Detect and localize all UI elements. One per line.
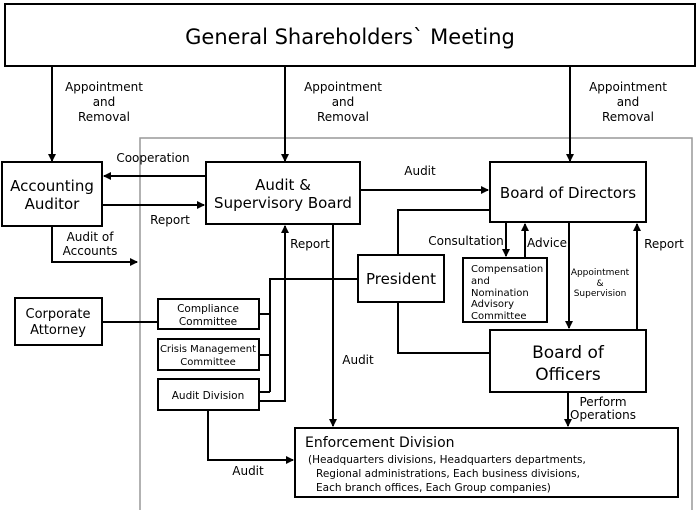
svg-text:Auditor: Auditor	[25, 195, 81, 213]
accounting-auditor-box: Accounting Auditor	[1, 161, 103, 227]
report-label-auditor: Report	[150, 213, 190, 227]
appointment-label-2: Appointment and Removal	[304, 80, 382, 124]
svg-text:Removal: Removal	[78, 110, 130, 124]
svg-text:and: and	[471, 276, 490, 287]
svg-text:Crisis Management: Crisis Management	[160, 344, 256, 355]
compliance-committee-box: Compliance Committee	[157, 298, 260, 330]
svg-text:President: President	[366, 270, 436, 288]
president-box: President	[357, 254, 445, 303]
svg-text:Officers: Officers	[535, 365, 601, 385]
appointment-label-3: Appointment and Removal	[589, 80, 667, 124]
svg-text:Accounts: Accounts	[63, 244, 118, 258]
svg-text:Board of: Board of	[532, 343, 605, 363]
svg-text:Audit Division: Audit Division	[172, 390, 244, 402]
corporate-attorney-box: Corporate Attorney	[14, 297, 103, 346]
cooperation-label: Cooperation	[116, 151, 189, 165]
shareholders-meeting-box: General Shareholders` Meeting	[4, 3, 696, 67]
svg-text:Compliance: Compliance	[177, 303, 239, 315]
compensation-committee-box: Compensation and Nomination Advisory Com…	[462, 257, 548, 323]
svg-text:and: and	[617, 95, 640, 109]
crisis-management-committee-box: Crisis Management Committee	[157, 338, 260, 371]
svg-text:Removal: Removal	[602, 110, 654, 124]
audit-of-accounts-label: Audit of	[67, 230, 115, 244]
board-of-officers-box: Board of Officers	[489, 329, 647, 393]
svg-text:Supervision: Supervision	[574, 289, 627, 299]
directors-president-line	[397, 209, 490, 255]
svg-text:Corporate: Corporate	[26, 307, 91, 322]
company-frame	[139, 137, 693, 510]
svg-text:Committee: Committee	[180, 357, 236, 368]
enforcement-division-box: Enforcement Division (Headquarters divis…	[294, 427, 679, 498]
svg-text:Appointment: Appointment	[65, 80, 143, 94]
svg-text:Enforcement Division: Enforcement Division	[305, 435, 455, 451]
president-committees-line	[269, 278, 358, 392]
appointment-label-1: Appointment and Removal	[65, 80, 143, 124]
report-arrow-audit-board	[259, 225, 289, 402]
svg-text:Attorney: Attorney	[30, 323, 86, 338]
report-label-directors: Report	[644, 237, 684, 251]
report-label-audit-board: Report	[290, 237, 330, 251]
svg-text:Appointment: Appointment	[571, 268, 630, 278]
perform-operations-label: Perform	[579, 395, 626, 409]
svg-text:General Shareholders` Meeting: General Shareholders` Meeting	[185, 25, 515, 49]
svg-text:and: and	[332, 95, 355, 109]
board-of-directors-box: Board of Directors	[489, 161, 647, 223]
svg-text:Audit &: Audit &	[255, 176, 311, 194]
svg-text:Nomination: Nomination	[471, 288, 529, 299]
audit-of-accounts-arrow	[51, 226, 138, 266]
audit-label-enforcement: Audit	[342, 353, 374, 367]
audit-arrow-division-enforcement	[207, 410, 294, 464]
audit-label-directors: Audit	[404, 164, 436, 178]
svg-text:Advisory: Advisory	[471, 299, 514, 310]
audit-supervisory-board-box: Audit & Supervisory Board	[205, 161, 361, 225]
svg-text:and: and	[93, 95, 116, 109]
audit-label-division: Audit	[232, 464, 264, 478]
svg-text:Operations: Operations	[570, 408, 636, 422]
consultation-label: Consultation	[428, 234, 504, 248]
svg-text:(Headquarters divisions, Headq: (Headquarters divisions, Headquarters de…	[308, 454, 586, 466]
svg-text:Accounting: Accounting	[10, 177, 94, 195]
svg-text:Each branch offices, Each Gro: Each branch offices, Each Group companie…	[316, 482, 551, 494]
advice-label: Advice	[527, 236, 567, 250]
svg-text:Committee: Committee	[471, 311, 527, 322]
president-officers-line	[397, 302, 490, 354]
svg-text:Appointment: Appointment	[304, 80, 382, 94]
svg-text:Appointment: Appointment	[589, 80, 667, 94]
appointment-supervision-label: Appointment & Supervision	[571, 268, 630, 299]
audit-division-box: Audit Division	[157, 378, 260, 411]
svg-text:Compensation: Compensation	[471, 264, 543, 275]
svg-text:Committee: Committee	[179, 316, 237, 328]
svg-text:Board of Directors: Board of Directors	[500, 184, 636, 202]
svg-text:Regional administrations, Each: Regional administrations, Each business …	[316, 468, 580, 480]
svg-text:&: &	[596, 279, 603, 289]
svg-text:Supervisory Board: Supervisory Board	[214, 194, 352, 212]
svg-text:Removal: Removal	[317, 110, 369, 124]
